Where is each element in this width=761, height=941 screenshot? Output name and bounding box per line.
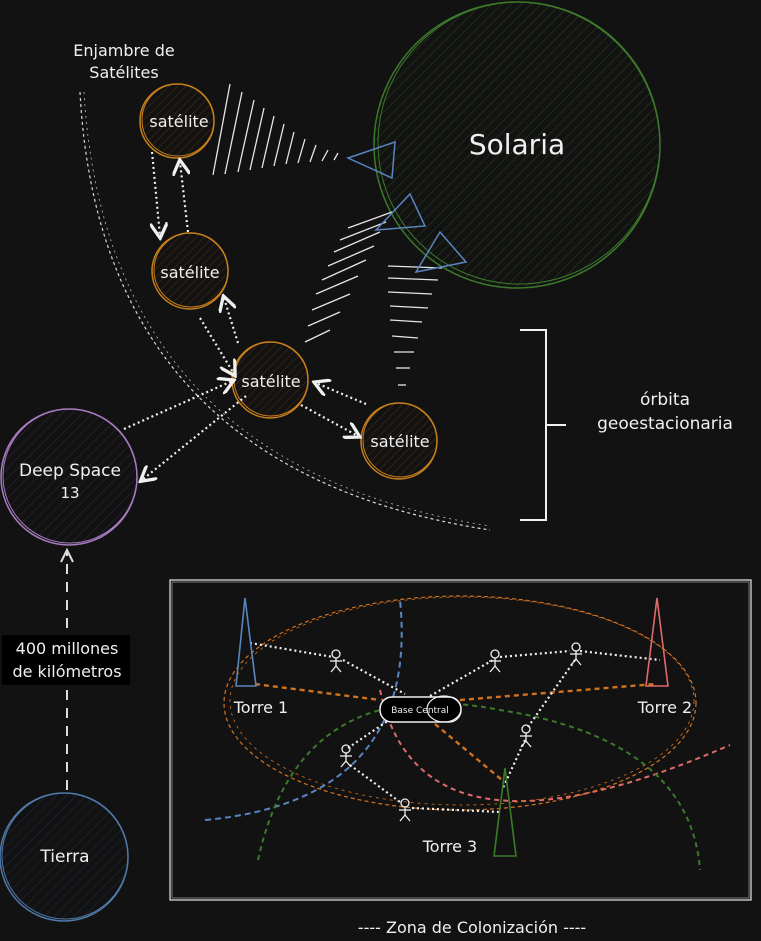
- coverage-blue: [204, 599, 403, 821]
- colonist-icon: [340, 744, 352, 768]
- emitter-triangles: [345, 140, 468, 274]
- deep-space-station: Deep Space 13: [0, 408, 138, 546]
- colony-zone: Base Central Torre 1 Torre 2 Torre 3: [169, 579, 752, 901]
- tower-1-icon: [235, 597, 257, 687]
- swarm-label-line2: Satélites: [89, 63, 158, 82]
- emitter-triangle-3: [414, 230, 468, 274]
- coverage-green: [257, 702, 701, 871]
- satellite-node-3: satélite: [231, 341, 309, 419]
- distance-label-line2: de kilómetros: [12, 662, 121, 681]
- station-label-line2: 13: [60, 484, 79, 502]
- satellite-label: satélite: [241, 372, 300, 391]
- colonist-icon: [520, 724, 532, 748]
- colonist-icon: [489, 649, 501, 673]
- satellite-label: satélite: [149, 112, 208, 131]
- coverage-red: [379, 689, 731, 803]
- tower-1-label: Torre 1: [233, 698, 288, 717]
- orbit-arc: [79, 91, 491, 531]
- colonist-icon: [330, 649, 342, 673]
- tower-2-label: Torre 2: [637, 698, 692, 717]
- satellite-label: satélite: [370, 432, 429, 451]
- signal-beams: [212, 83, 443, 386]
- zone-label: ---- Zona de Colonización ----: [358, 918, 586, 937]
- tower-3-icon: [493, 767, 517, 857]
- tower-3-label: Torre 3: [422, 837, 477, 856]
- base-label: Base Central: [391, 706, 449, 716]
- satellite-label: satélite: [160, 263, 219, 282]
- coverage-orange: [223, 595, 697, 811]
- emitter-triangle-2: [374, 192, 427, 231]
- swarm-label-line1: Enjambre de: [73, 41, 174, 60]
- satellite-links: [123, 151, 367, 480]
- solaria-planet: Solaria: [373, 1, 661, 289]
- tower-2-icon: [645, 597, 669, 687]
- earth-planet: Tierra: [0, 792, 129, 922]
- earth-label: Tierra: [39, 847, 89, 867]
- base-central: Base Central: [379, 695, 462, 723]
- solaria-label: Solaria: [469, 128, 565, 161]
- satellite-node-4: satélite: [360, 402, 438, 480]
- station-label-line1: Deep Space: [19, 461, 121, 481]
- orbit-label-line1: órbita: [640, 390, 690, 410]
- colonist-icon: [570, 642, 582, 666]
- satellite-node-1: satélite: [139, 83, 215, 159]
- orbit-bracket: [520, 329, 566, 521]
- distance-label-line1: 400 millones: [16, 639, 119, 658]
- satellite-node-2: satélite: [151, 232, 229, 310]
- distance-connector: 400 millones de kilómetros: [2, 547, 130, 790]
- orbit-label-line2: geoestacionaria: [597, 414, 733, 434]
- emitter-triangle-1: [345, 140, 396, 180]
- colonist-icon: [399, 798, 411, 822]
- distance-label-box: [2, 635, 130, 685]
